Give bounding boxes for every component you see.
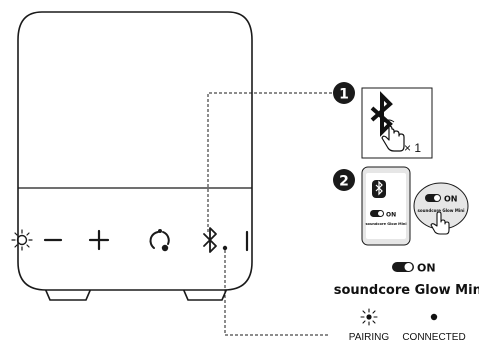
step-1-bluetooth-icon [370,91,393,137]
step-1-number: 1 [339,87,349,103]
solid-dot-icon [430,313,438,321]
indicator-label-connected: CONNECTED [402,332,465,343]
phone-bluetooth-icon [375,180,383,196]
plus-icon[interactable] [88,228,110,252]
speaker-body [17,11,253,291]
step-1: 1 × 1 [333,82,433,159]
result-toggle-knob [404,263,413,271]
phone-toggle-label: ON [386,212,396,219]
zoom-device-text: soundcore Glow Mini [418,208,466,213]
result: ON soundcore Glow Mini [334,262,479,299]
phone-screen [366,173,406,239]
leader-lines [207,92,334,336]
phone-toggle-knob [378,211,383,216]
step-2-number: 2 [339,174,349,190]
indicator-label-pairing: PAIRING [349,332,390,343]
phone: ON soundcore Glow Mini [361,166,411,246]
zoom-toggle-label: ON [444,195,458,204]
result-toggle-label: ON [417,262,436,275]
step-1-multiplier: × 1 [404,141,421,155]
tap-hand-icon [381,119,405,152]
party-link-icon[interactable] [148,228,172,252]
phone-app-text: soundcore Glow Mini [365,222,406,226]
light-icon[interactable] [10,228,34,252]
zoom-hand-icon [430,211,450,235]
speaker [17,11,253,301]
minus-icon[interactable] [42,230,64,250]
step-1-badge [333,82,355,104]
zoom-toggle-knob [434,195,440,201]
indicator-legend: PAIRING CONNECTED [349,308,466,343]
speaker-controls [10,226,249,254]
leader-to-step-1 [207,92,334,232]
device-name: soundcore Glow Mini [334,283,479,298]
step-2: 2 ON soundcore Glow Mini ON soundcore Gl… [333,166,469,246]
blinking-light-icon [360,308,378,326]
bluetooth-icon[interactable] [200,226,228,254]
zoom-bubble: ON soundcore Glow Mini [413,182,469,235]
leader-to-indicator [224,250,328,336]
step-2-badge [333,169,355,191]
